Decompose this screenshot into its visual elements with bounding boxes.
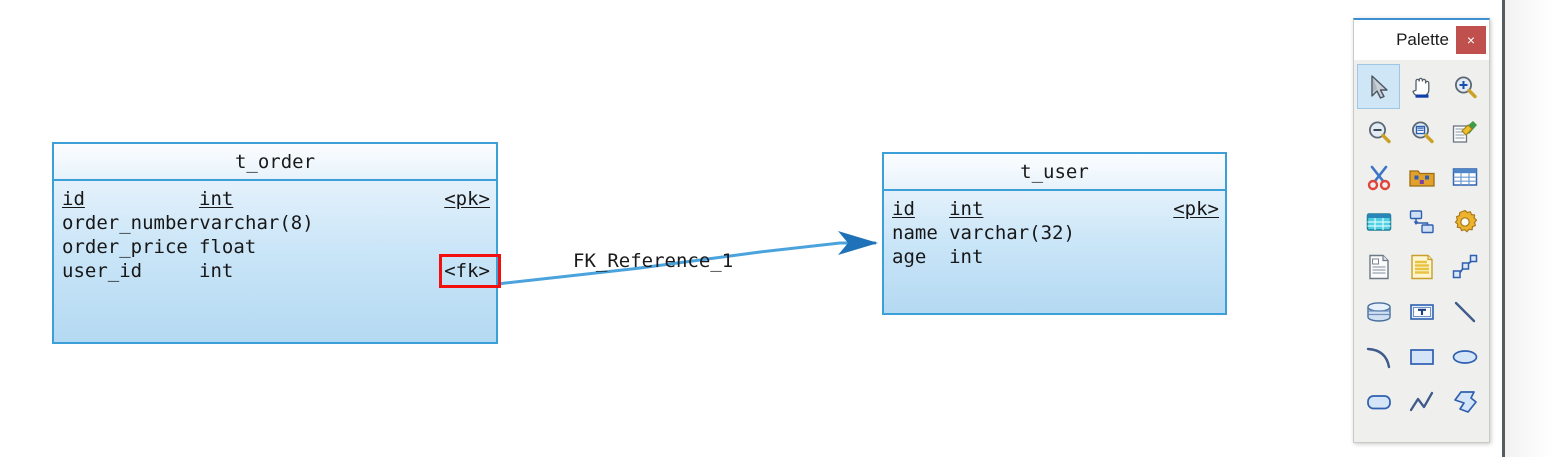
attribute-row[interactable]: user_id int <fk> — [62, 254, 501, 288]
link-icon — [1450, 252, 1480, 282]
relationship-label: FK_Reference_1 — [573, 250, 734, 272]
pointer-icon — [1364, 72, 1394, 102]
attribute-type: float — [199, 236, 257, 258]
line-icon — [1450, 297, 1480, 327]
gear-icon — [1450, 207, 1480, 237]
foreign-key-badge: <fk> — [439, 254, 501, 288]
palette-tool-view[interactable] — [1357, 199, 1400, 244]
palette-tool-line[interactable] — [1443, 289, 1486, 334]
attribute-name: order_number — [62, 212, 200, 234]
palette-tool-file[interactable] — [1357, 244, 1400, 289]
palette-tool-cylinder[interactable] — [1357, 289, 1400, 334]
palette-panel[interactable]: Palette × — [1353, 18, 1490, 443]
palette-tool-rectangle[interactable] — [1400, 334, 1443, 379]
palette-tool-text[interactable] — [1400, 289, 1443, 334]
view-icon — [1364, 207, 1394, 237]
palette-tool-package[interactable] — [1400, 154, 1443, 199]
rectangle-icon — [1407, 342, 1437, 372]
attribute-type: varchar(8) — [199, 212, 314, 234]
ellipse-icon — [1450, 342, 1480, 372]
zoom-out-icon — [1364, 117, 1394, 147]
note-icon — [1407, 252, 1437, 282]
palette-tool-reference[interactable] — [1400, 199, 1443, 244]
palette-tool-polyline[interactable] — [1400, 379, 1443, 424]
scissors-icon — [1364, 162, 1394, 192]
palette-title: Palette — [1396, 30, 1449, 49]
attribute-name: order_price — [62, 236, 188, 258]
attribute-name: id — [892, 198, 915, 220]
attribute-name: id — [62, 188, 85, 210]
attribute-name: user_id — [62, 260, 143, 282]
entity-title: t_user — [1020, 160, 1089, 183]
palette-tool-zoom-out[interactable] — [1357, 109, 1400, 154]
file-icon — [1364, 252, 1394, 282]
desktop-gutter — [1505, 0, 1552, 457]
entity-header: t_user — [884, 154, 1225, 191]
attribute-type: int — [949, 246, 984, 268]
entity-title: t_order — [234, 150, 316, 173]
reference-icon — [1407, 207, 1437, 237]
palette-tool-zoom-fit[interactable] — [1400, 109, 1443, 154]
attribute-row[interactable]: id int <pk> — [892, 197, 1225, 221]
attribute-type: varchar(32) — [949, 222, 1075, 244]
text-icon — [1407, 297, 1437, 327]
format-painter-icon — [1450, 117, 1480, 147]
entity-header: t_order — [54, 144, 496, 181]
palette-tool-zoom-in[interactable] — [1443, 64, 1486, 109]
attribute-row[interactable]: order_price float — [62, 235, 496, 259]
palette-tool-pointer[interactable] — [1357, 64, 1400, 109]
attribute-row[interactable]: id int <pk> — [62, 187, 496, 211]
primary-key-badge: <pk> — [444, 188, 490, 210]
palette-titlebar: Palette × — [1354, 20, 1489, 60]
palette-tool-scissors[interactable] — [1357, 154, 1400, 199]
attribute-name: age — [892, 246, 927, 268]
palette-tool-table[interactable] — [1443, 154, 1486, 199]
polyline-icon — [1407, 387, 1437, 417]
zoom-in-icon — [1450, 72, 1480, 102]
attribute-type: int — [199, 260, 234, 282]
attribute-type: int — [199, 188, 234, 210]
attribute-row[interactable]: name varchar(32) — [892, 221, 1225, 245]
relationship-arrowhead — [838, 231, 878, 255]
cylinder-icon — [1364, 297, 1394, 327]
palette-tool-arc[interactable] — [1357, 334, 1400, 379]
polygon-icon — [1450, 387, 1480, 417]
zoom-fit-icon — [1407, 117, 1437, 147]
package-icon — [1407, 162, 1437, 192]
attribute-type: int — [949, 198, 984, 220]
palette-tool-ellipse[interactable] — [1443, 334, 1486, 379]
arc-icon — [1364, 342, 1394, 372]
rounded-rect-icon — [1364, 387, 1394, 417]
primary-key-badge: <pk> — [1173, 198, 1219, 220]
window-right-edge — [1502, 0, 1505, 457]
palette-tool-hand[interactable] — [1400, 64, 1443, 109]
hand-icon — [1407, 72, 1437, 102]
table-icon — [1450, 162, 1480, 192]
palette-tool-polygon[interactable] — [1443, 379, 1486, 424]
palette-tool-rounded-rect[interactable] — [1357, 379, 1400, 424]
close-icon[interactable]: × — [1456, 26, 1486, 54]
palette-tool-note[interactable] — [1400, 244, 1443, 289]
palette-tool-link[interactable] — [1443, 244, 1486, 289]
palette-tool-gear[interactable] — [1443, 199, 1486, 244]
attribute-name: name — [892, 222, 938, 244]
palette-tool-format-painter[interactable] — [1443, 109, 1486, 154]
palette-tool-grid[interactable] — [1354, 60, 1489, 424]
